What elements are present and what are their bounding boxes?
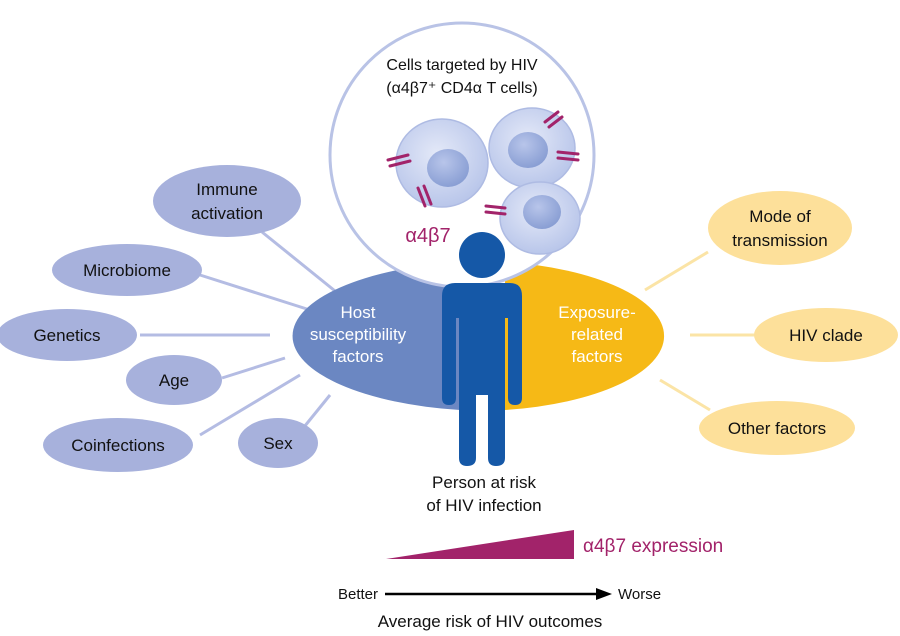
alpha4beta7-receptors [386,110,580,216]
factor-coinfections: Coinfections [71,436,165,455]
cells-title-line1: Cells targeted by HIV [386,57,538,74]
outcome-arrow [385,588,612,600]
svg-text:susceptibility: susceptibility [310,325,407,344]
host-label: Host susceptibility factors [310,303,407,366]
cells-title-line2: (α4β7⁺ CD4α T cells) [386,80,537,97]
expression-wedge [386,530,574,559]
scale-better: Better [338,586,378,603]
host-factors-ellipse [292,262,460,410]
factor-sex: Sex [263,434,293,453]
factor-age: Age [159,371,189,390]
person-icon [442,232,522,466]
svg-text:factors: factors [571,347,622,366]
factor-mode-of-transmission: Mode of [749,207,811,226]
factor-immune-activation-line2: activation [191,204,263,223]
factor-immune-activation: Immune [196,180,257,199]
exposure-factor-bubbles [699,191,898,455]
scale-worse: Worse [618,586,661,603]
person-label-line1: Person at risk [432,473,536,492]
person-label-line2: of HIV infection [426,496,541,515]
expression-label: α4β7 expression [583,536,723,557]
exposure-label: Exposure- related factors [558,303,635,366]
svg-text:factors: factors [332,347,383,366]
factor-mode-of-transmission-line2: transmission [732,231,827,250]
factor-microbiome: Microbiome [83,261,171,280]
exposure-connector-lines [644,250,755,412]
exposure-factors-ellipse [505,262,665,410]
host-factor-bubbles [0,165,318,472]
svg-text:Exposure-: Exposure- [558,303,635,322]
factor-genetics: Genetics [33,326,100,345]
scale-caption: Average risk of HIV outcomes [378,612,603,631]
svg-text:Host: Host [341,303,376,322]
receptor-label: α4β7 [405,225,450,247]
svg-text:related: related [571,325,623,344]
factor-hiv-clade: HIV clade [789,326,863,345]
t-cells [395,107,581,255]
factor-other-factors: Other factors [728,419,826,438]
